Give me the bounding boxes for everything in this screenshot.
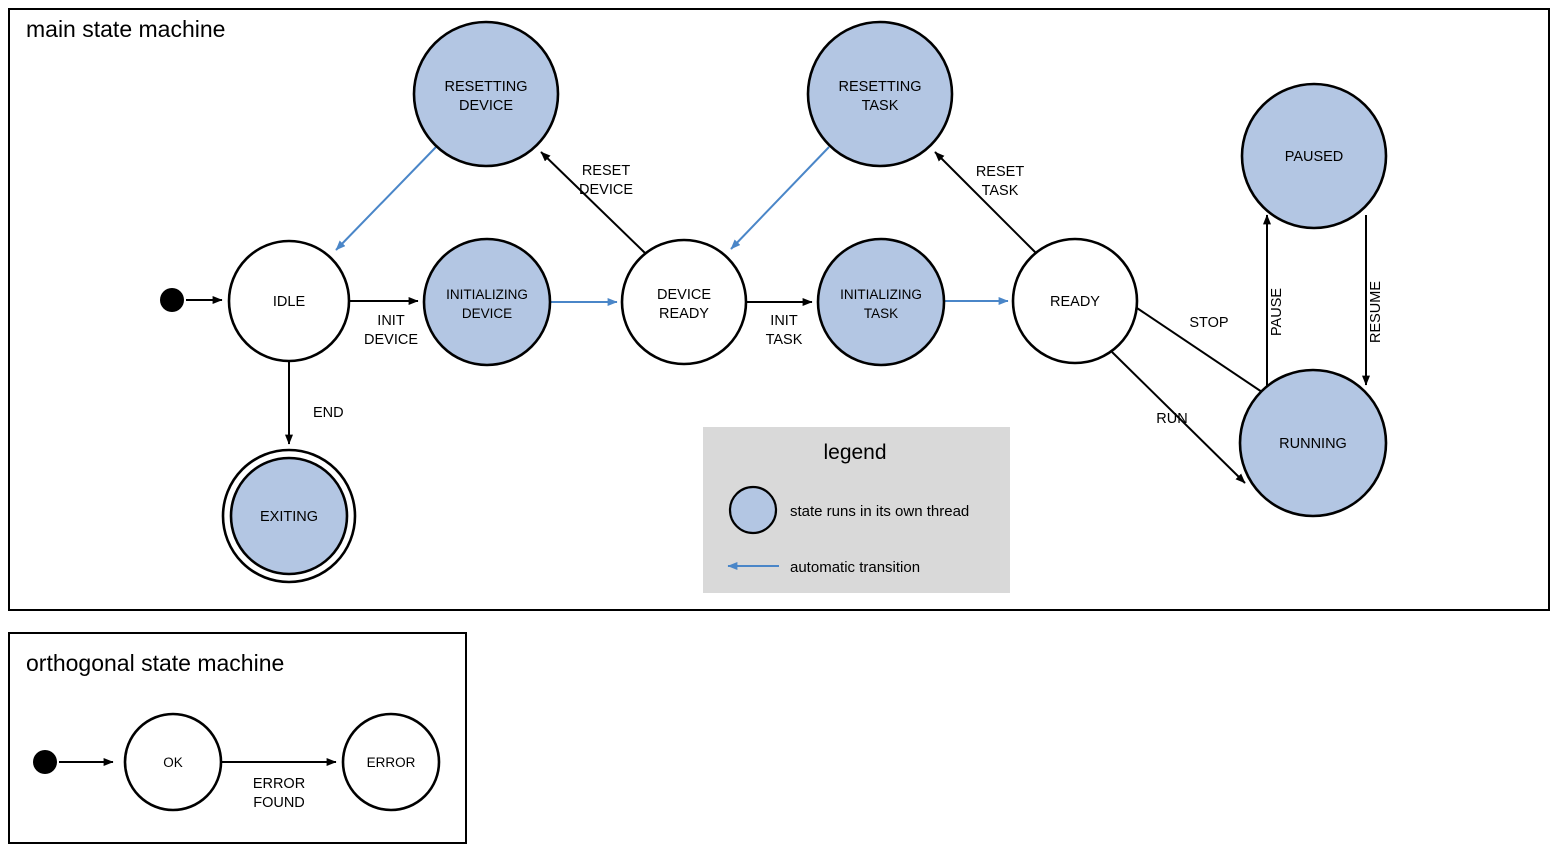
edge-label-run: RUN [1156, 411, 1187, 427]
state-device-ready-circle [620, 238, 748, 366]
edge-label-init-task-line2: TASK [766, 332, 803, 348]
main-state-machine-title: main state machine [26, 16, 225, 42]
state-ok[interactable]: OK [123, 712, 223, 812]
state-resetting-device-circle [412, 20, 560, 168]
edge-resetting-device-to-idle [335, 146, 437, 251]
state-paused[interactable]: PAUSED [1240, 82, 1388, 230]
state-ready-circle [1011, 237, 1139, 365]
edge-resetting-task-to-device-ready [730, 146, 830, 250]
state-resetting-task-label-line2: TASK [862, 98, 899, 114]
state-ready[interactable]: READY [1011, 237, 1139, 365]
legend: legend state runs in its own thread auto… [703, 427, 1010, 593]
state-paused-circle [1240, 82, 1388, 230]
state-running[interactable]: RUNNING [1238, 368, 1388, 518]
edge-label-init-device-line1: INIT [377, 313, 405, 329]
edge-label-reset-task-line1: RESET [976, 164, 1024, 180]
state-resetting-device-label-line2: DEVICE [459, 98, 513, 114]
state-initializing-task-label-line2: TASK [864, 306, 898, 321]
state-paused-label: PAUSED [1285, 149, 1344, 165]
state-error-label: ERROR [367, 755, 416, 770]
orthogonal-state-machine-title: orthogonal state machine [26, 650, 284, 676]
state-initializing-device-label-line2: DEVICE [462, 306, 512, 321]
legend-title: legend [823, 441, 886, 464]
state-error[interactable]: ERROR [341, 712, 441, 812]
state-resetting-task-label-line1: RESETTING [839, 79, 922, 95]
state-resetting-task[interactable]: RESETTING TASK [806, 20, 954, 168]
state-initializing-device-label-line1: INITIALIZING [446, 287, 528, 302]
state-exiting-label: EXITING [260, 509, 318, 525]
state-idle-circle [227, 239, 351, 363]
state-resetting-task-circle [806, 20, 954, 168]
state-idle[interactable]: IDLE [227, 239, 351, 363]
state-exiting[interactable]: EXITING [221, 448, 357, 584]
state-initializing-device[interactable]: INITIALIZING DEVICE [422, 237, 552, 367]
initial-state-marker-main [160, 288, 184, 312]
state-error-circle [341, 712, 441, 812]
edge-label-error-found-line1: ERROR [253, 776, 305, 792]
state-idle-label: IDLE [273, 294, 306, 310]
state-device-ready-label-line2: READY [659, 306, 709, 322]
state-running-label: RUNNING [1279, 436, 1347, 452]
state-ok-circle [123, 712, 223, 812]
state-resetting-device[interactable]: RESETTING DEVICE [412, 20, 560, 168]
edge-ready-to-running [1111, 351, 1246, 484]
state-initializing-task[interactable]: INITIALIZING TASK [816, 237, 946, 367]
legend-thread-state-label: state runs in its own thread [790, 503, 969, 520]
edge-label-end: END [313, 405, 344, 421]
edge-label-stop: STOP [1189, 315, 1228, 331]
state-ok-label: OK [163, 755, 183, 770]
state-device-ready-label-line1: DEVICE [657, 287, 711, 303]
state-resetting-device-label-line1: RESETTING [445, 79, 528, 95]
edge-device-ready-to-resetting-device [540, 151, 646, 254]
state-initializing-device-circle [422, 237, 552, 367]
edge-label-reset-device-line2: DEVICE [579, 182, 633, 198]
legend-auto-transition-label: automatic transition [790, 559, 920, 576]
orthogonal-state-machine-frame [8, 632, 467, 844]
initial-state-marker-orthogonal [33, 750, 57, 774]
edge-label-reset-task-line2: TASK [982, 183, 1019, 199]
state-running-circle [1238, 368, 1388, 518]
main-state-machine-frame [8, 8, 1550, 611]
edge-label-init-device-line2: DEVICE [364, 332, 418, 348]
legend-thread-state-icon [728, 485, 778, 535]
state-ready-label: READY [1050, 294, 1100, 310]
edge-ready-to-resetting-task [934, 151, 1037, 254]
state-device-ready[interactable]: DEVICE READY [620, 238, 748, 366]
edge-label-pause: PAUSE [1269, 288, 1285, 336]
state-initializing-task-circle [816, 237, 946, 367]
edge-label-reset-device-line1: RESET [582, 163, 630, 179]
state-initializing-task-label-line1: INITIALIZING [840, 287, 922, 302]
edge-label-resume: RESUME [1368, 281, 1384, 343]
edge-label-error-found-line2: FOUND [253, 795, 305, 811]
edge-running-to-ready [1124, 299, 1263, 393]
edge-label-init-task-line1: INIT [770, 313, 798, 329]
state-exiting-circle [229, 456, 349, 576]
